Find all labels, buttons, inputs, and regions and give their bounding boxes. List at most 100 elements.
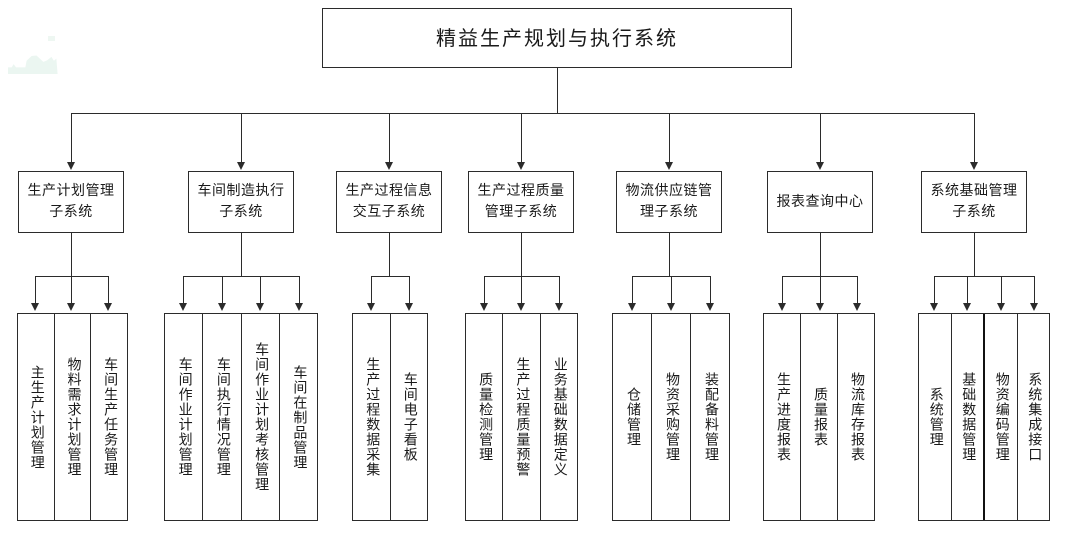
module-label: 车间作业计划考核管理 [253,342,270,492]
group-leg-7-4 [1034,276,1035,304]
module-label: 系统管理 [927,387,944,447]
group-leg-5-3 [710,276,711,304]
group-arrow-7-3 [996,303,1005,311]
module-label: 质量报表 [811,387,828,447]
group-bus-3 [371,276,409,277]
group-arrow-2-2 [217,303,226,311]
module-label: 装配备料管理 [702,372,719,462]
watermark-artifact-speck [48,36,55,41]
subsystem-label-1: 生产计划管理 子系统 [24,181,119,223]
subsystem-box-2[interactable]: 车间制造执行 子系统 [188,171,294,233]
watermark-artifact [8,55,58,74]
subsystem-label-4-line2: 管理子系统 [484,204,558,220]
group-stem-5 [669,233,670,276]
group-leg-1-2 [71,276,72,304]
group-arrow-5-2 [666,303,675,311]
group-arrow-4-2 [516,303,525,311]
group-leg-2-2 [222,276,223,304]
group-arrow-5-3 [705,303,714,311]
group-arrow-7-2 [962,303,971,311]
module-cell[interactable]: 车间生产任务管理 [91,314,127,520]
module-cell[interactable]: 生产过程质量预警 [503,314,541,520]
subsystem-box-5[interactable]: 物流供应链管 理子系统 [616,171,722,233]
module-label: 物资编码管理 [993,372,1010,462]
module-cell[interactable]: 质量检测管理 [466,314,504,520]
subsystem-label-3-line2: 交互子系统 [352,204,426,220]
module-cell[interactable]: 生产过程数据采集 [353,314,391,520]
group-arrow-2-4 [294,303,303,311]
group-leg-6-1 [782,276,783,304]
root-node-label: 精益生产规划与执行系统 [436,26,678,50]
group-leg-5-1 [632,276,633,304]
module-cell[interactable]: 生产进度报表 [764,314,801,520]
module-label: 生产过程数据采集 [364,357,381,477]
module-cell[interactable]: 系统管理 [919,314,952,520]
module-cell[interactable]: 物资采购管理 [652,314,691,520]
subsystem-label-7-line2: 子系统 [952,204,996,220]
subsystem-box-3[interactable]: 生产过程信息 交互子系统 [336,171,442,233]
level2-arrow-5 [664,162,673,170]
level2-drop-3 [389,113,390,163]
group-leg-2-3 [260,276,261,304]
group-leg-3-1 [371,276,372,304]
subsystem-box-1[interactable]: 生产计划管理 子系统 [18,171,124,233]
subsystem-box-4[interactable]: 生产过程质量 管理子系统 [468,171,574,233]
module-label: 生产过程质量预警 [514,357,531,477]
group-arrow-2-3 [255,303,264,311]
module-cell[interactable]: 车间执行情况管理 [203,314,242,520]
group-arrow-7-4 [1029,303,1038,311]
group-arrow-6-2 [815,303,824,311]
module-group-3: 生产过程数据采集 车间电子看板 [352,313,428,521]
module-cell[interactable]: 物料需求计划管理 [55,314,92,520]
module-cell[interactable]: 车间在制品管理 [280,314,317,520]
group-bus-6 [782,276,857,277]
subsystem-label-3: 生产过程信息 交互子系统 [342,181,437,223]
group-stem-1 [71,233,72,276]
module-cell[interactable]: 基础数据管理 [952,314,985,520]
group-leg-4-1 [484,276,485,304]
module-cell[interactable]: 装配备料管理 [691,314,729,520]
module-group-5: 仓储管理 物资采购管理 装配备料管理 [612,313,730,521]
module-cell[interactable]: 仓储管理 [613,314,652,520]
group-leg-7-1 [934,276,935,304]
level2-drop-6 [820,113,821,163]
group-leg-5-2 [671,276,672,304]
level2-drop-1 [71,113,72,163]
group-arrow-3-1 [366,303,375,311]
subsystem-label-6: 报表查询中心 [773,192,868,213]
module-cell[interactable]: 物资编码管理 [985,314,1018,520]
module-cell[interactable]: 质量报表 [801,314,838,520]
group-bus-7 [934,276,1034,277]
subsystem-label-6-line1: 报表查询中心 [776,193,864,210]
module-group-6: 生产进度报表 质量报表 物流库存报表 [763,313,875,521]
group-leg-2-1 [183,276,184,304]
level2-arrow-7 [969,162,978,170]
module-label: 车间电子看板 [401,372,418,462]
group-arrow-2-1 [178,303,187,311]
subsystem-box-6[interactable]: 报表查询中心 [767,171,873,233]
level2-drop-5 [669,113,670,163]
module-cell[interactable]: 车间作业计划考核管理 [242,314,280,520]
group-leg-7-3 [1001,276,1002,304]
module-cell[interactable]: 物流库存报表 [838,314,874,520]
module-label: 系统集成接口 [1026,372,1043,462]
module-label: 主生产计划管理 [28,364,45,470]
subsystem-box-7[interactable]: 系统基础管理 子系统 [921,171,1027,233]
subsystem-label-4-line1: 生产过程质量 [477,183,565,199]
module-label: 物资采购管理 [663,372,680,462]
subsystem-label-7: 系统基础管理 子系统 [927,181,1022,223]
group-leg-1-1 [35,276,36,304]
module-group-2: 车间作业计划管理 车间执行情况管理 车间作业计划考核管理 车间在制品管理 [164,313,318,521]
module-cell[interactable]: 主生产计划管理 [18,314,55,520]
module-cell[interactable]: 业务基础数据定义 [541,314,577,520]
level2-arrow-4 [516,162,525,170]
group-stem-4 [521,233,522,276]
level2-arrow-6 [815,162,824,170]
module-cell[interactable]: 系统集成接口 [1018,314,1050,520]
module-cell[interactable]: 车间电子看板 [391,314,428,520]
module-label: 业务基础数据定义 [551,357,568,477]
module-group-4: 质量检测管理 生产过程质量预警 业务基础数据定义 [465,313,578,521]
module-label: 物料需求计划管理 [65,357,82,477]
module-cell[interactable]: 车间作业计划管理 [165,314,204,520]
